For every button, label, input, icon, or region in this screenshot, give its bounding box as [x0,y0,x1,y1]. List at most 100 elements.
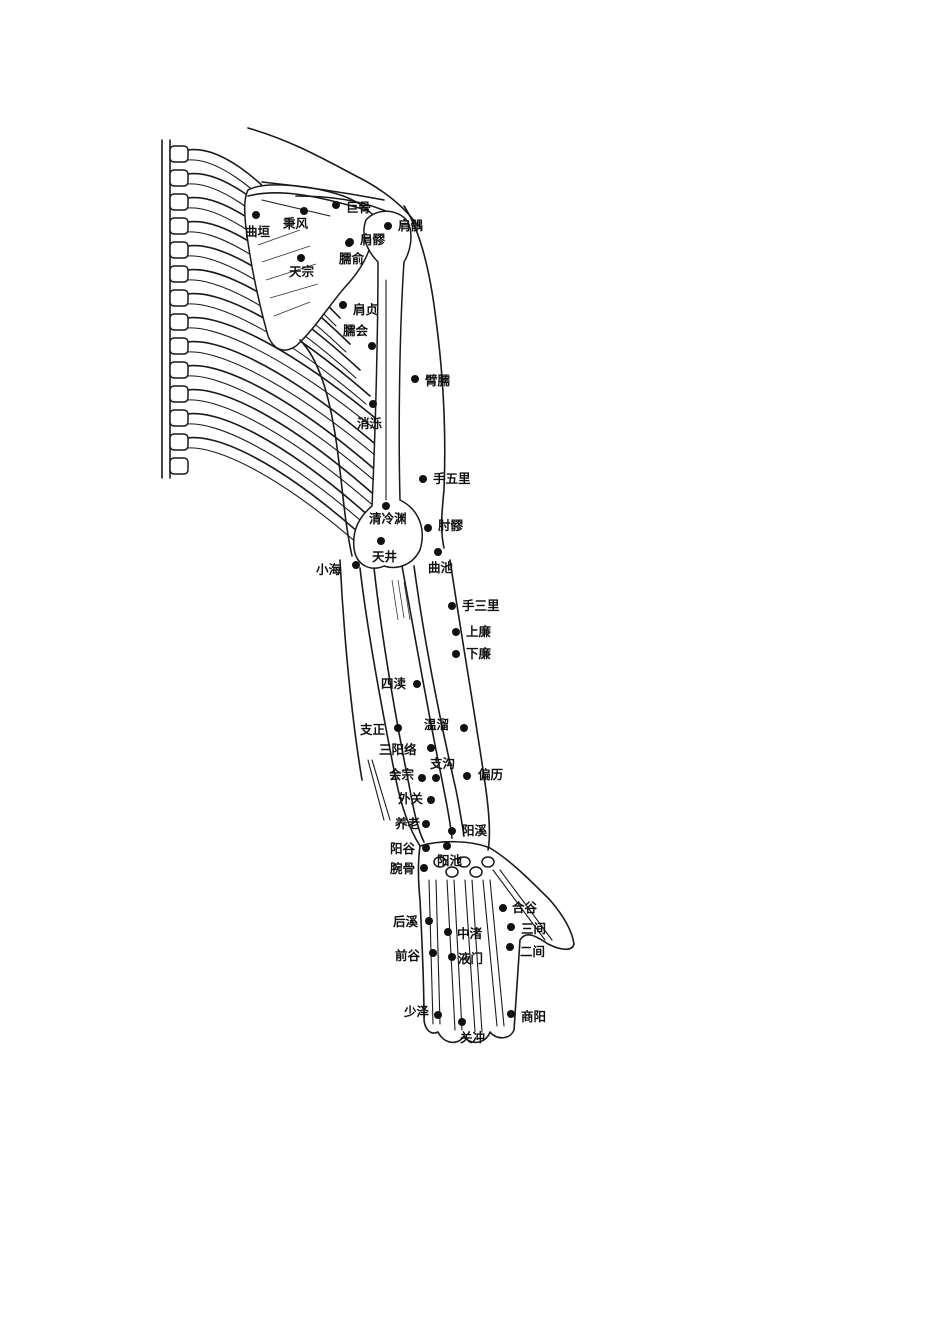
acupoint-label: 天宗 [289,264,315,279]
vertebra [169,433,189,451]
vertebra [169,217,189,235]
acupoint: 巨骨 [332,200,371,215]
rib-edge [187,255,347,353]
rib-edge [187,447,377,561]
acupoint: 外关 [397,791,435,806]
acupoint-label: 臑俞 [339,251,365,266]
vertebra [169,265,189,283]
acupoint: 偏历 [463,767,504,782]
finger-bone [489,879,505,1027]
acupoint-label: 阳谷 [390,841,416,856]
acupoint-dot [252,211,260,219]
finger-bone [499,869,553,941]
acupoint-label: 手三里 [462,598,500,613]
rib-edge [187,399,377,509]
vertebra [169,241,189,259]
acupoint-label: 二间 [520,944,545,959]
rib-edge [187,303,367,405]
finger-bone [492,869,546,941]
acupoint: 温溜 [424,717,468,732]
acupoint-label: 下廉 [466,646,492,661]
acupoint-label: 商阳 [521,1009,546,1024]
acupoint-label: 阳溪 [462,823,488,838]
acupoint-dot [413,680,421,688]
acupoint-label: 少泽 [403,1004,430,1019]
acupoint: 阳溪 [448,823,488,838]
acupoint-label: 养老 [394,816,421,831]
acupoint-dot [434,1011,442,1019]
carpal-bone [433,856,447,868]
acupoint-label: 前谷 [395,948,421,963]
acupoint-dot [369,400,377,408]
rib [187,268,361,371]
finger-bone [471,879,483,1033]
acupoint: 三阳络 [379,742,435,757]
acupoint-label: 中渚 [457,926,483,941]
acupoint: 液门 [448,951,483,966]
acupoint: 小海 [315,561,360,577]
acupoint-dot [448,827,456,835]
acupoint-dot [429,949,437,957]
vertebra [169,313,189,331]
acupoint: 中渚 [444,926,483,941]
acupoint-label: 天井 [372,549,398,564]
finger-bone [453,879,463,1031]
acupoint-label: 清冷渊 [369,511,407,526]
acupoint-dot [443,842,451,850]
acupoint-dot [452,628,460,636]
acupoint-dot [463,772,471,780]
acupoint: 上廉 [452,624,492,639]
vertebra [169,409,189,427]
acupoint: 秉风 [283,207,309,231]
acupoint-dot [507,1010,515,1018]
acupoint: 四渎 [381,676,421,691]
acupoint-dot [339,301,347,309]
acupoint: 下廉 [452,646,492,661]
carpal-bone [481,856,495,868]
acupoint-dot [458,1018,466,1026]
acupoint: 臑会 [343,323,376,350]
rib [187,412,381,527]
acupoint-label: 臑会 [343,323,369,338]
acupoint-dot [368,342,376,350]
vertebra [169,169,189,187]
humerus [352,210,423,569]
acupoint-label: 臂臑 [425,373,451,388]
acupoint: 手五里 [419,471,471,486]
finger-bone [464,879,476,1033]
acupoint: 关冲 [458,1018,485,1045]
acupoint-dot [377,537,385,545]
acupoint: 臂臑 [411,373,451,388]
rib [187,364,381,475]
rib [187,388,381,501]
acupoint-label: 手五里 [433,471,471,486]
rib [187,292,371,397]
carpal-bone [457,856,471,868]
vertebra [169,337,189,355]
acupoint-label: 外关 [397,791,424,806]
acupoint-dot [427,744,435,752]
acupoint: 肘髎 [424,518,464,533]
finger-bone [482,879,498,1027]
acupoint-dot [506,943,514,951]
acupoint-dot [425,917,433,925]
acupoint-dot [411,375,419,383]
acupoint: 腕骨 [390,861,428,876]
acupoint: 合谷 [499,900,538,915]
acupoint-label: 曲池 [428,560,454,575]
acupoint: 支沟 [429,756,455,782]
vertebra [169,289,189,307]
acupoint-dot [418,774,426,782]
acupoint-dot [434,548,442,556]
acupoint-label: 四渎 [381,676,407,691]
acupoint-dot [460,724,468,732]
acupoint-dot [507,923,515,931]
acupoint-label: 上廉 [466,624,492,639]
hand [417,840,575,1044]
acupoint-dot [297,254,305,262]
acupoint-dot [382,502,390,510]
acupoint-label: 合谷 [512,900,538,915]
acupoint: 阳池 [437,842,463,868]
acupoint-label: 后溪 [393,914,419,929]
acupoint-label: 偏历 [478,767,504,782]
